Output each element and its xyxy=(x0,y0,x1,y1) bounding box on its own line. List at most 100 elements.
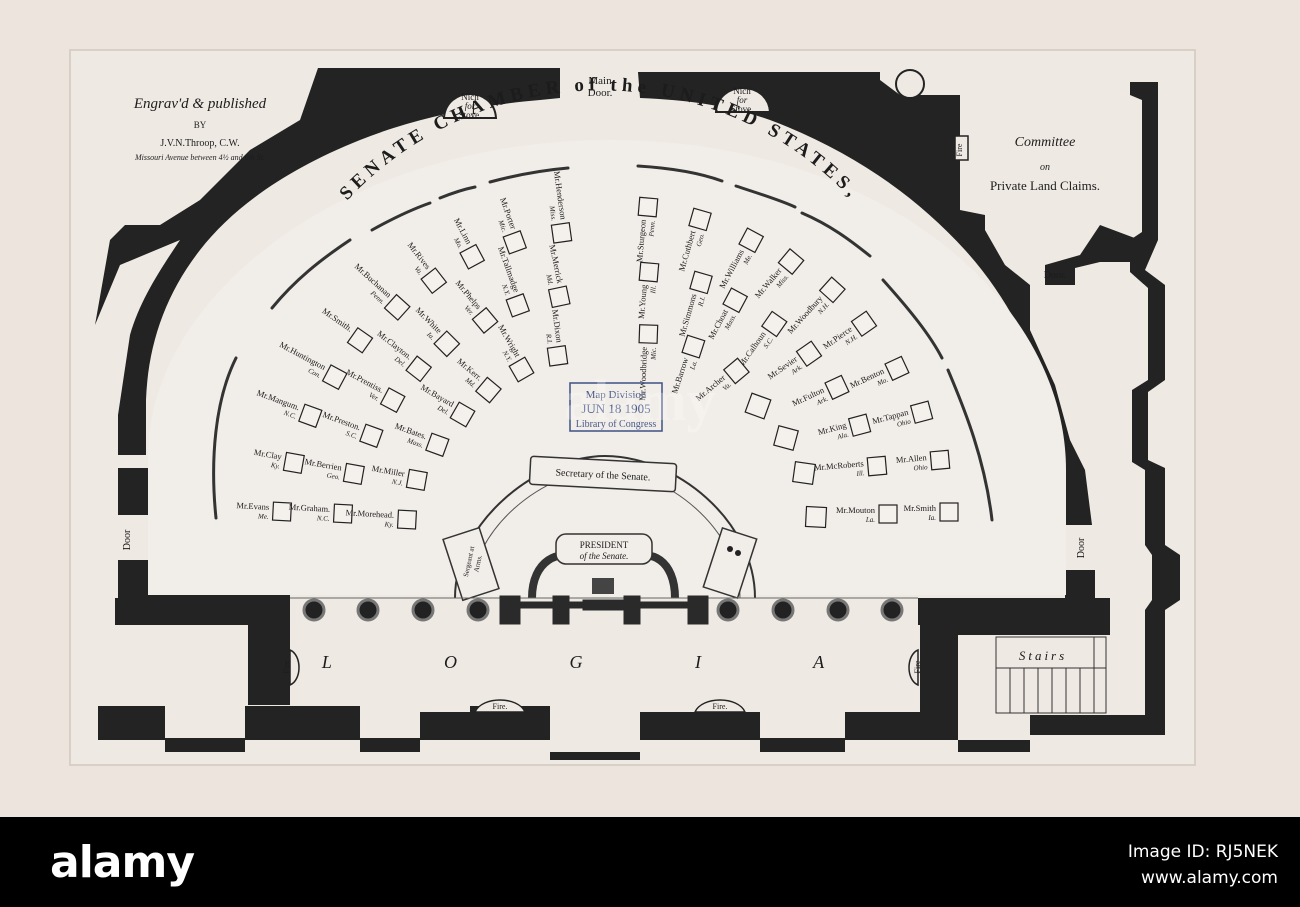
sergeant-desk xyxy=(442,526,500,602)
svg-text:Stove.: Stove. xyxy=(459,110,482,120)
seat-desk xyxy=(909,400,934,424)
seat-mrmorehead: Mr.Morehead.Ky. xyxy=(345,507,418,530)
seat-desk xyxy=(689,270,713,295)
seat-desk xyxy=(722,357,750,385)
wall-left-stub xyxy=(118,468,155,515)
building-walls xyxy=(95,68,1180,760)
site-url-text[interactable]: www.alamy.com xyxy=(1140,868,1278,888)
seat-desk xyxy=(396,509,418,530)
seat-desk xyxy=(884,355,910,382)
image-id-text: Image ID: RJ5NEK xyxy=(1127,842,1278,862)
seat-desk xyxy=(346,326,374,354)
secretary-label: Secretary of the Senate. xyxy=(555,468,650,484)
seat-state: R.I. xyxy=(696,295,707,308)
dais xyxy=(442,454,758,602)
seat-state: Va. xyxy=(413,265,425,277)
seat-state: Ill. xyxy=(649,285,658,295)
seat-desk xyxy=(282,451,305,475)
seat-desk xyxy=(722,287,749,314)
seat-state: Geo. xyxy=(326,471,341,481)
wall-committee-left xyxy=(955,95,985,230)
seat-desk xyxy=(795,340,823,368)
seat-desk xyxy=(405,468,428,492)
seat-state: Ky. xyxy=(383,520,394,529)
seat-name: Mr.Morehead. xyxy=(345,507,394,520)
seat-desk xyxy=(459,243,486,270)
seat-desk xyxy=(433,330,461,358)
engraver-line3: J.V.N.Throop, C.W. xyxy=(160,138,239,149)
seat-desk xyxy=(425,432,450,458)
seat-state: Mic. xyxy=(649,347,657,361)
svg-text:Private Land Claims.: Private Land Claims. xyxy=(990,178,1100,193)
president-chair xyxy=(592,578,614,594)
engraver-line2: BY xyxy=(194,120,207,130)
seat-desk xyxy=(637,196,659,218)
president-label-1: PRESIDENT xyxy=(580,540,629,550)
wall-front xyxy=(115,560,290,625)
main-door-line1: Main xyxy=(588,75,612,87)
seat-state: N.C. xyxy=(316,514,330,523)
seat-desk xyxy=(359,423,384,449)
sergeant-label-2: Arms. xyxy=(472,554,483,573)
footer-logo[interactable]: alamy xyxy=(50,837,195,888)
svg-text:Committee: Committee xyxy=(1015,135,1076,150)
seat-state: La. xyxy=(865,516,875,524)
seat-desk xyxy=(420,267,448,295)
seat-desk xyxy=(471,306,499,334)
seat-desk xyxy=(824,374,850,401)
seat-desk xyxy=(847,413,872,437)
engraver-line4: Missouri Avenue between 4½ and 6th St. xyxy=(134,153,265,162)
stairs-label: Stairs xyxy=(1019,648,1067,663)
wall-committee-bottom xyxy=(1045,225,1140,285)
library-stamp: Map Division JUN 18 1905 Library of Cong… xyxy=(569,382,663,432)
seat-desk xyxy=(546,345,569,367)
seat-desk xyxy=(760,310,788,338)
chamber-floor xyxy=(148,140,1066,595)
seat-desk xyxy=(638,324,659,344)
seat-desk xyxy=(449,401,476,428)
fire-labels: Fire Fire Fire Fire. Fire. xyxy=(282,143,964,711)
seat-name: Mr.Dixon xyxy=(550,309,565,344)
seat-state: Me. xyxy=(257,512,269,521)
seat-state: N.Y. xyxy=(500,282,512,297)
main-door-line2: Door. xyxy=(588,87,613,99)
seat-state: Miss. xyxy=(548,204,558,221)
svg-text:Fire.: Fire. xyxy=(493,702,508,711)
wall-right-column xyxy=(1130,82,1180,735)
seat-desk xyxy=(332,503,354,524)
seat-desk xyxy=(383,293,411,321)
right-clerk-desk xyxy=(702,527,758,599)
seat-mrgraham: Mr.Graham.N.C. xyxy=(288,502,354,524)
seat-desk xyxy=(638,261,660,283)
seat-desk xyxy=(405,355,433,383)
seat-desk xyxy=(850,310,878,338)
floor-plan: Main Door. Nich for Stove. Nich for Stov… xyxy=(69,49,1196,766)
wall-front-right xyxy=(918,570,1110,712)
seat-state: Ky. xyxy=(269,461,281,471)
svg-text:Map Division: Map Division xyxy=(586,389,647,401)
seat-desk xyxy=(939,502,959,522)
svg-text:Fire.: Fire. xyxy=(713,702,728,711)
seat-name: Mr.Evans xyxy=(236,500,269,512)
empty-desks xyxy=(744,392,828,529)
svg-text:for: for xyxy=(465,101,476,111)
svg-text:JUN 18 1905: JUN 18 1905 xyxy=(581,401,650,416)
stove-niche-left-label: Nich for Stove. xyxy=(459,92,482,120)
stove-niche-left xyxy=(442,93,498,119)
seat-desk xyxy=(866,455,888,477)
seat-desk xyxy=(738,227,765,254)
footer-image-id: Image ID: RJ5NEK www.alamy.com xyxy=(1128,839,1278,891)
door-right: Door xyxy=(1076,537,1087,558)
seat-name: Mr.Smith xyxy=(904,503,937,513)
seat-desk xyxy=(508,356,535,383)
